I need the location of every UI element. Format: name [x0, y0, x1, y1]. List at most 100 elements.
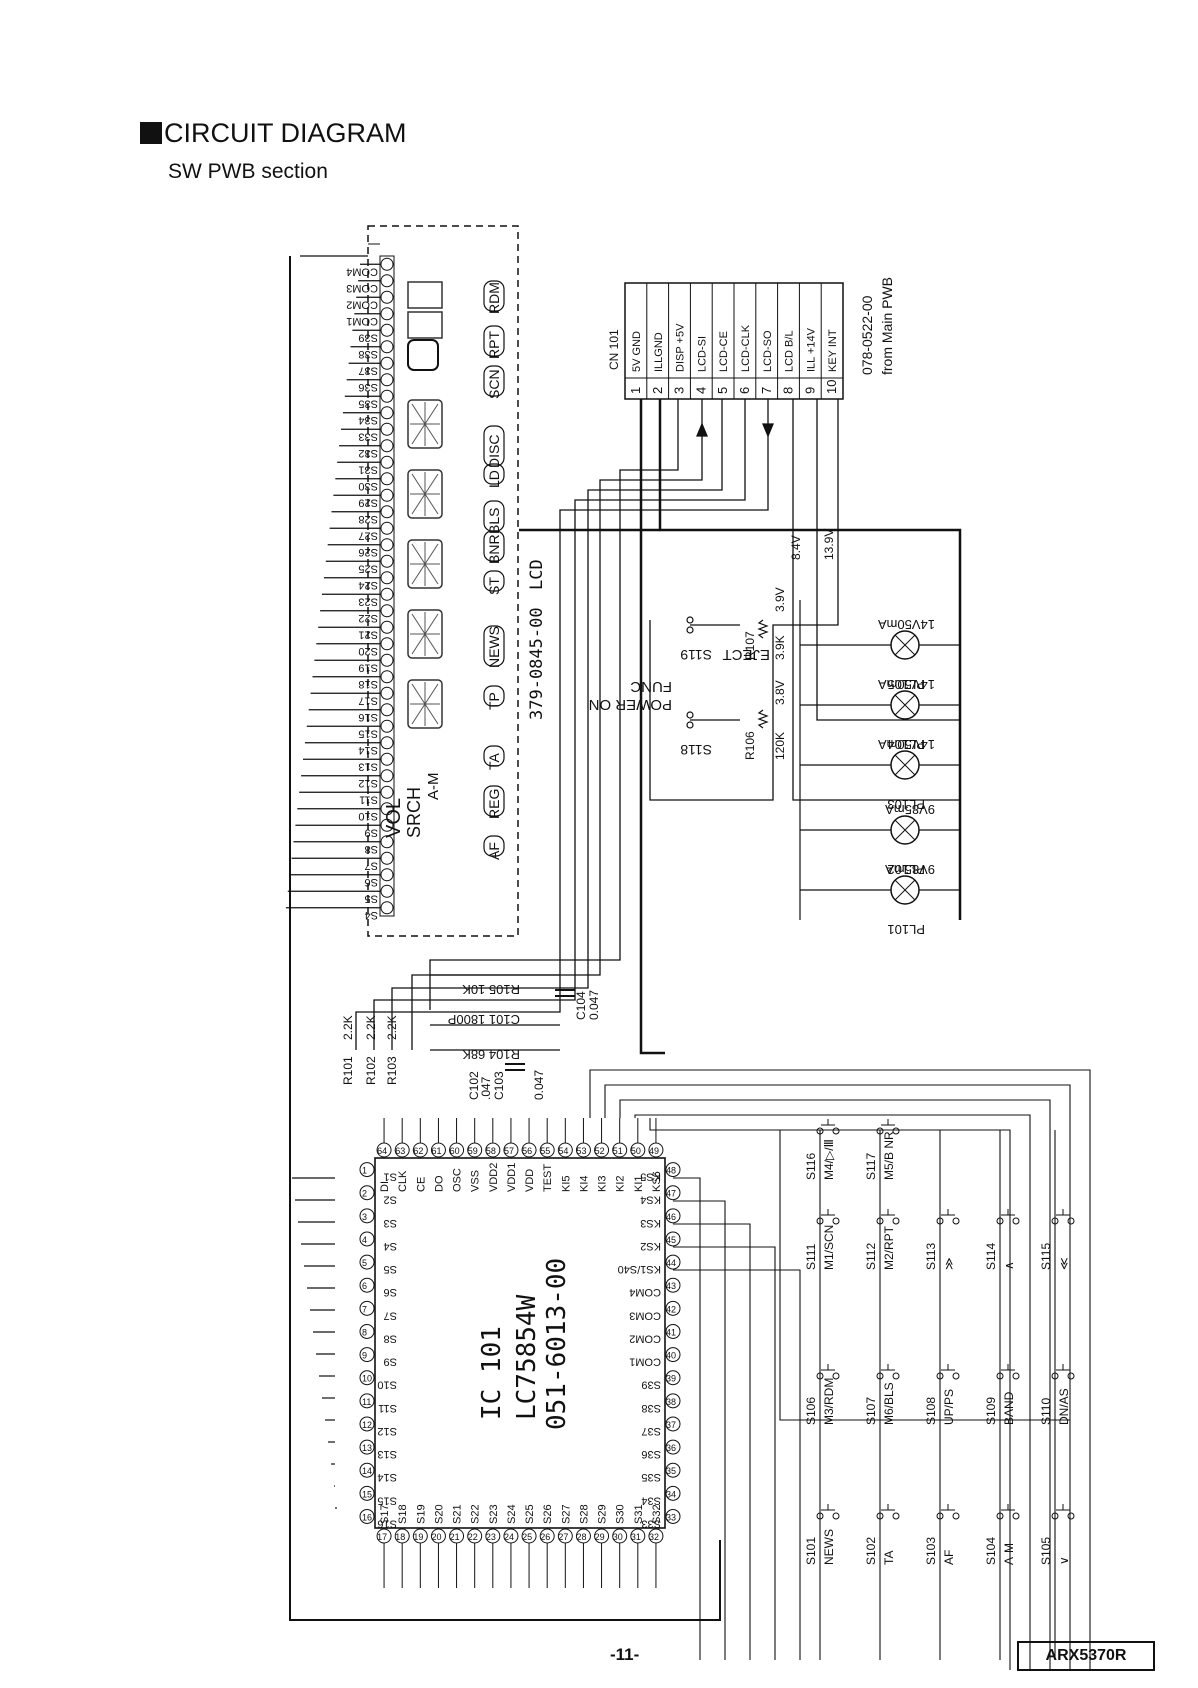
ic-pin-icon — [359, 1208, 375, 1224]
connector-source-code: 078-0522-00 — [859, 295, 875, 375]
ic-pin-number: 61 — [431, 1146, 441, 1156]
lcd-indicator-frame-icon — [483, 425, 505, 467]
lamp-rating: 14V50mA — [878, 737, 935, 752]
switch-contact-icon — [816, 1127, 824, 1135]
ic-pin-icon — [665, 1347, 681, 1363]
ic-pin-number: 43 — [666, 1281, 676, 1291]
lcd-pin-icon — [380, 455, 394, 469]
lcd-pin-icon — [380, 373, 394, 387]
lcd-module — [367, 225, 519, 937]
connector-source-label: from Main PWB — [879, 277, 895, 375]
c102-label: C102 — [467, 1071, 481, 1100]
ic-pin-label: COM1 — [629, 1356, 661, 1368]
connector-pin-label: KEY INT — [827, 329, 839, 372]
ic-pin-label: S23 — [488, 1504, 500, 1524]
ic-pin-number: 64 — [377, 1146, 387, 1156]
lcd-indicator-label: REG — [486, 789, 502, 819]
lcd-segment-label: S31 — [358, 463, 378, 475]
switch-contact-icon — [876, 1372, 884, 1380]
ic-pin-label: S1 — [384, 1171, 397, 1183]
lcd-indicator-frame-icon — [483, 745, 505, 767]
c104-value: 0.047 — [587, 990, 601, 1020]
r102-label: R102 — [364, 1056, 378, 1085]
switch-contact-icon — [1051, 1512, 1059, 1520]
switch-function: AF — [942, 1550, 956, 1565]
ic-pin-number: 6 — [362, 1281, 367, 1291]
lcd-pin-icon — [380, 604, 394, 618]
connector-name: CN 101 — [607, 329, 621, 370]
ic-pin-number: 23 — [486, 1532, 496, 1542]
switch-contact-icon — [936, 1512, 944, 1520]
ic-pin-label: S17 — [379, 1504, 391, 1524]
switch-id: S108 — [924, 1397, 938, 1425]
lcd-pin-icon — [380, 901, 394, 915]
switch-s119-id: S119 — [680, 647, 712, 663]
switch-function: M5/B NR — [882, 1131, 896, 1180]
switch-contact-icon — [1012, 1512, 1020, 1520]
switch-actuator-icon — [941, 1504, 955, 1511]
switch-id: S103 — [924, 1537, 938, 1565]
switch-function: TA — [882, 1551, 896, 1565]
ic-pin-number: 40 — [666, 1351, 676, 1361]
ic-pin-number: 15 — [362, 1489, 372, 1499]
ic-pin-label: DI — [379, 1181, 391, 1192]
ic-pin-label: KS2 — [640, 1240, 661, 1252]
ic-pin-label: S27 — [560, 1504, 572, 1524]
ic-pin-label: S39 — [641, 1379, 661, 1391]
ic-pin-number: 27 — [558, 1532, 568, 1542]
lcd-pin-icon — [380, 307, 394, 321]
switch-contact-icon — [936, 1217, 944, 1225]
switch-actuator-icon — [1001, 1209, 1015, 1216]
ic-pin-number: 2 — [362, 1189, 367, 1199]
ic-pin-icon — [665, 1370, 681, 1386]
lcd-segment-label: S19 — [358, 661, 378, 673]
lcd-segment-label: S34 — [358, 414, 378, 426]
ic-pin-label: OSC — [452, 1168, 464, 1192]
ic-pin-icon — [359, 1347, 375, 1363]
connector-pin-number: 2 — [650, 387, 665, 394]
ic-pin-label: S26 — [542, 1504, 554, 1524]
lcd-pin-icon — [380, 538, 394, 552]
lcd-segment-label: S10 — [358, 810, 378, 822]
switch-contact-icon — [952, 1217, 960, 1225]
ic-pin-icon — [359, 1485, 375, 1501]
ic-pin-number: 8 — [362, 1327, 367, 1337]
switch-id: S110 — [1039, 1398, 1053, 1425]
c104-label: C104 — [574, 991, 588, 1020]
ic-pin-label: KS3 — [640, 1217, 661, 1229]
connector-pin-number: 7 — [759, 387, 774, 394]
lcd-indicator-frame-icon — [483, 500, 505, 532]
ic-pin-label: S6 — [384, 1286, 397, 1298]
switch-actuator-icon — [1001, 1504, 1015, 1511]
switch-contact-icon — [1051, 1372, 1059, 1380]
ic-pin-label: S9 — [384, 1356, 397, 1368]
lcd-digit-icon — [407, 399, 443, 449]
lamp-id: PL104 — [887, 737, 925, 752]
lcd-segment-icon — [410, 402, 440, 446]
ic-pin-number: 24 — [504, 1532, 514, 1542]
page-number: -11- — [610, 1645, 640, 1664]
lcd-segment-label: COM3 — [346, 282, 378, 294]
ic-pin-label: S21 — [452, 1504, 464, 1524]
connector-pin-label: DISP +5V — [675, 323, 687, 372]
ic-pin-number: 54 — [558, 1146, 568, 1156]
lcd-indicator-label: DISC — [486, 435, 502, 468]
switch-function: M6/BLS — [882, 1382, 896, 1425]
r106-id: R106 — [743, 731, 757, 760]
ic-pin-number: 33 — [666, 1512, 676, 1522]
switch-id: S115 — [1039, 1243, 1053, 1270]
switch-id: S107 — [864, 1397, 878, 1425]
lamp-id: PL103 — [887, 797, 925, 812]
ic-pin-icon — [359, 1231, 375, 1247]
lcd-segment-label: S33 — [358, 430, 378, 442]
ic-pin-icon — [665, 1393, 681, 1409]
switch-actuator-icon — [941, 1209, 955, 1216]
lcd-digit-icon — [407, 609, 443, 659]
lcd-pin-icon — [380, 851, 394, 865]
ic-pin-label: VDD2 — [488, 1163, 500, 1192]
lcd-pin-icon — [380, 571, 394, 585]
lcd-pin-icon — [380, 703, 394, 717]
connector-pin-label: LCD-CE — [718, 331, 730, 372]
r105-label: R105 10K — [462, 982, 520, 997]
ic-pin-label: KS6 — [651, 1171, 663, 1192]
